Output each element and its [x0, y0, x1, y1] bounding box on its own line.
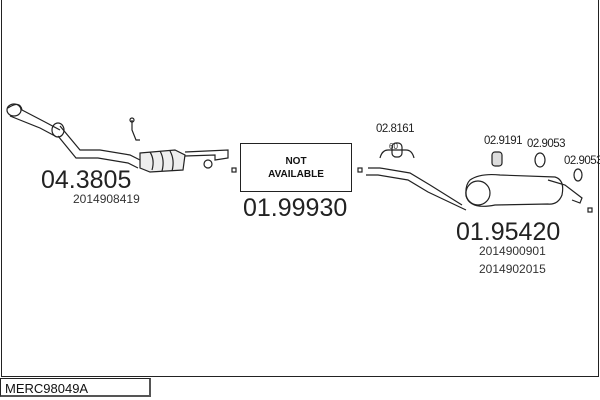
- oem-ref: 2014900901: [479, 244, 546, 258]
- accessory-clamp-number[interactable]: 02.8161: [376, 123, 415, 135]
- oem-ref: 2014902015: [479, 262, 546, 276]
- not-available-line2: AVAILABLE: [268, 168, 324, 180]
- accessory-rubber-mount-number[interactable]: 02.9191: [484, 135, 523, 147]
- part-number-front-pipe[interactable]: 04.3805: [41, 166, 132, 194]
- accessory-ring-number[interactable]: 02.9053: [564, 155, 600, 167]
- part-number-rear-muffler[interactable]: 01.95420: [456, 218, 561, 246]
- not-available-box: NOT AVAILABLE: [240, 143, 352, 192]
- accessory-ring-number[interactable]: 02.9053: [527, 138, 566, 150]
- connector-marker: [587, 207, 593, 213]
- oem-ref: 2014908419: [73, 192, 140, 206]
- not-available-line1: NOT: [285, 155, 307, 167]
- front-pipe-drawing: [6, 103, 229, 173]
- rear-muffler-drawing: [366, 142, 583, 211]
- connector-marker: [357, 167, 363, 173]
- part-number-middle[interactable]: 01.99930: [243, 194, 348, 222]
- diagram-frame: [1, 0, 599, 377]
- clamp-size-label: 60: [389, 142, 398, 151]
- connector-marker: [231, 167, 237, 173]
- diagram-code-label: MERC98049A: [0, 378, 151, 397]
